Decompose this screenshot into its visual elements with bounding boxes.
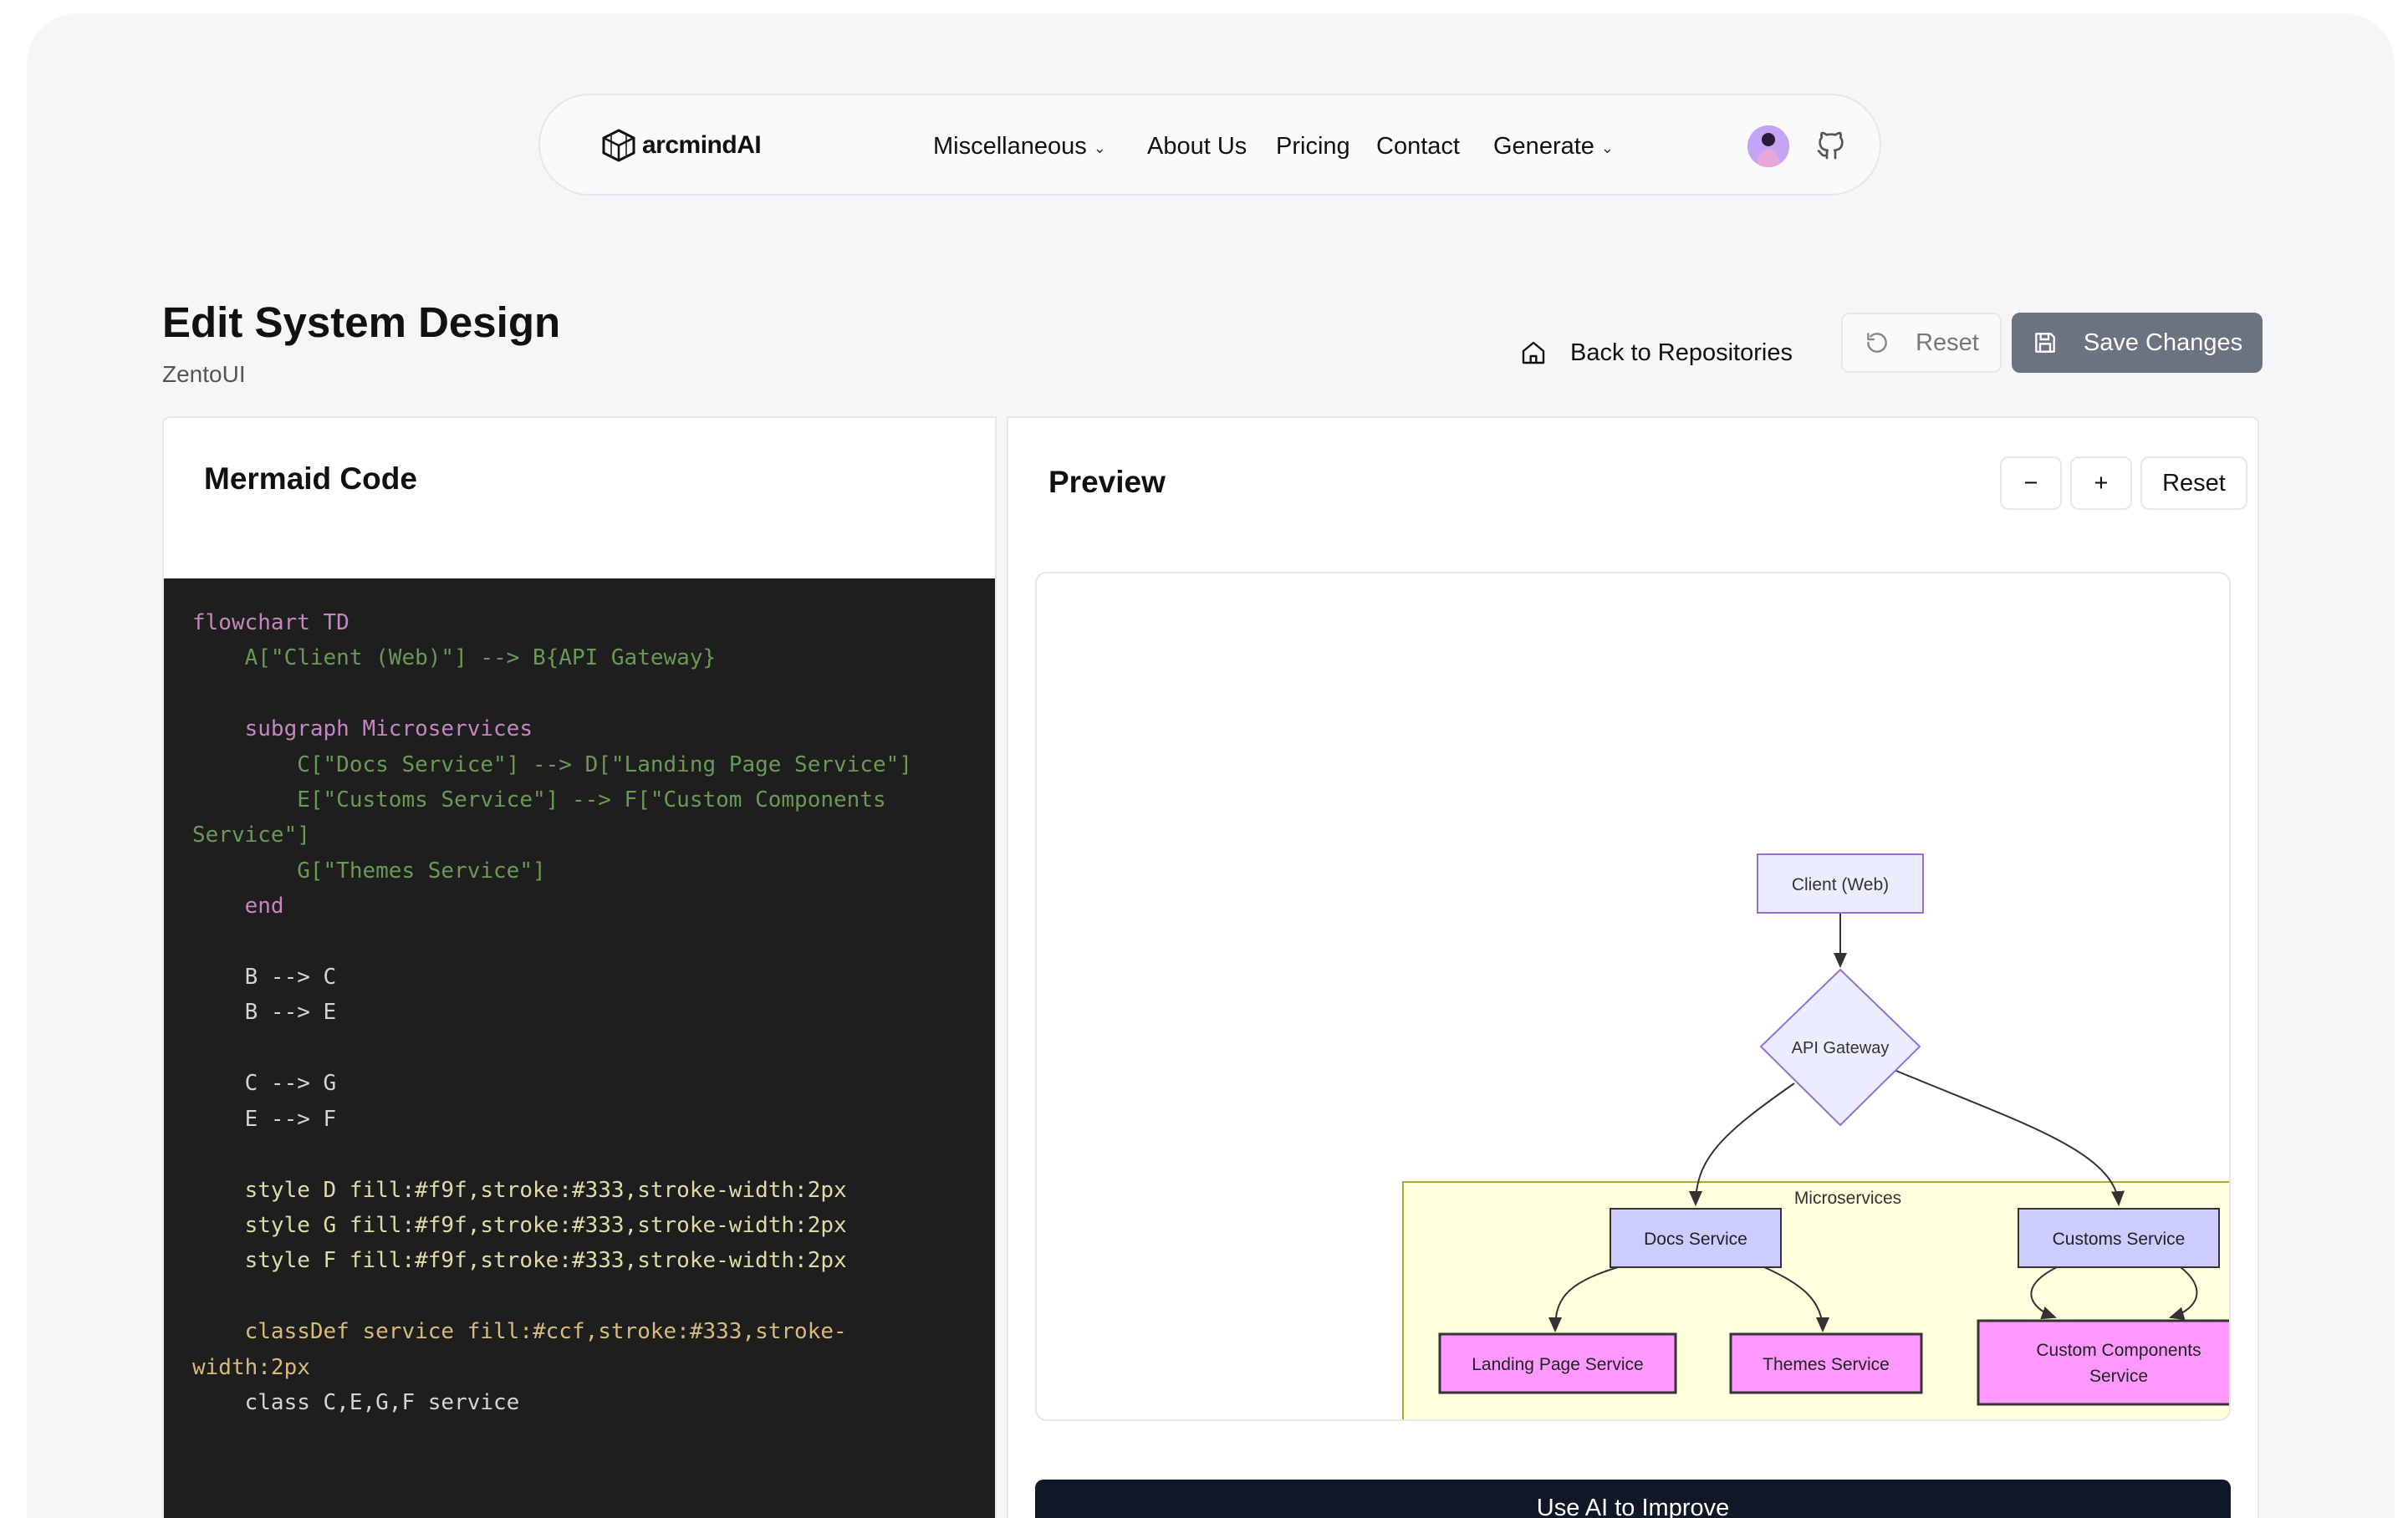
subgraph-label: Microservices [1794, 1189, 1901, 1208]
nav-miscellaneous[interactable]: Miscellaneous ⌄ [933, 95, 1106, 197]
avatar-figure-icon [1747, 125, 1789, 167]
chevron-down-icon: ⌄ [1093, 139, 1106, 156]
mermaid-code-panel: Mermaid Code flowchart TD A["Client (Web… [162, 416, 997, 1518]
code-line: ​ [192, 1031, 967, 1066]
edge-docs-themes [1763, 1266, 1829, 1332]
node-client-web-label: Client (Web) [1792, 875, 1889, 894]
node-api-gateway-label: API Gateway [1792, 1039, 1890, 1057]
code-line: ​ [192, 1279, 967, 1314]
code-line: A["Client (Web)"] --> B{API Gateway} [192, 645, 717, 671]
plus-icon: + [2094, 469, 2109, 497]
code-line: ​ [192, 1137, 967, 1172]
use-ai-to-improve-label: Use AI to Improve [1536, 1495, 1730, 1518]
nav-miscellaneous-label: Miscellaneous [933, 132, 1087, 160]
back-to-repositories-label: Back to Repositories [1570, 339, 1793, 366]
code-line: ​ [192, 925, 967, 960]
node-docs-service [1610, 1208, 1782, 1268]
code-line: style D fill:#f9f,stroke:#333,stroke-wid… [192, 1177, 847, 1203]
reset-label: Reset [1916, 329, 1979, 356]
use-ai-to-improve-button[interactable]: Use AI to Improve [1035, 1480, 2231, 1518]
undo-icon [1867, 333, 1887, 353]
nav-contact-label: Contact [1376, 132, 1460, 160]
code-line: subgraph Microservices [192, 716, 533, 742]
code-line: classDef service fill:#ccf,stroke:#333,s… [192, 1319, 847, 1345]
code-line: flowchart TD [192, 610, 349, 635]
save-changes-label: Save Changes [2083, 329, 2243, 356]
code-line: style G fill:#f9f,stroke:#333,stroke-wid… [192, 1212, 847, 1238]
mermaid-code-editor[interactable]: flowchart TD A["Client (Web)"] --> B{API… [164, 578, 995, 1518]
code-line: B --> E [192, 1000, 337, 1026]
repository-name: ZentoUI [162, 361, 246, 387]
code-line: end [192, 894, 284, 919]
node-landing-page-service-label: Landing Page Service [1472, 1355, 1643, 1374]
code-line: B --> C [192, 965, 337, 991]
nav-about-us-label: About Us [1147, 132, 1247, 160]
node-themes-service [1729, 1332, 1923, 1394]
node-custom-components-label-line2: Service [2089, 1367, 2148, 1386]
preview-panel-title: Preview [1048, 465, 1166, 499]
back-to-repositories-button[interactable]: Back to Repositories [1520, 326, 1793, 380]
edge-customs-custom-components [2030, 1266, 2058, 1320]
logo-text: arcmindAI [642, 131, 762, 159]
flowchart-diagram: Microservices Client (Web) API Gateway D… [1402, 853, 2229, 1419]
code-line: C["Docs Service"] --> D["Landing Page Se… [192, 751, 912, 777]
app-frame: arcmindAI Miscellaneous ⌄ About Us Prici… [27, 13, 2395, 1518]
code-line: E["Customs Service"] --> F["Custom Compo… [192, 787, 886, 813]
nav-generate-label: Generate [1493, 132, 1594, 160]
code-panel-title: Mermaid Code [204, 461, 417, 496]
preview-panel: Preview − + Reset Microservices [1007, 416, 2259, 1518]
nav-pricing[interactable]: Pricing [1276, 95, 1350, 197]
home-icon [1522, 341, 1545, 364]
logo[interactable]: arcmindAI [600, 129, 762, 162]
edge-customs-custom-components-2 [2169, 1266, 2198, 1321]
minus-icon: − [2023, 469, 2038, 497]
zoom-reset-label: Reset [2162, 469, 2226, 497]
save-changes-button[interactable]: Save Changes [2012, 313, 2263, 373]
code-line: C --> G [192, 1071, 337, 1097]
node-custom-components-label-line1: Custom Components [2036, 1341, 2201, 1360]
code-line: ​ [192, 676, 967, 711]
node-customs-service-label: Customs Service [2053, 1230, 2186, 1249]
reset-button[interactable]: Reset [1841, 313, 2002, 373]
code-line: Service"] [192, 823, 310, 848]
code-line: class C,E,G,F service [192, 1389, 520, 1415]
top-navbar: arcmindAI Miscellaneous ⌄ About Us Prici… [538, 94, 1881, 196]
page-title: Edit System Design [162, 298, 561, 346]
code-line: G["Themes Service"] [192, 858, 546, 884]
avatar[interactable] [1747, 125, 1789, 167]
zoom-out-button[interactable]: − [2000, 456, 2062, 510]
code-line: style F fill:#f9f,stroke:#333,stroke-wid… [192, 1248, 847, 1274]
logo-cube-icon [602, 129, 635, 162]
save-icon [2035, 333, 2055, 353]
node-custom-components-service [1977, 1319, 2229, 1406]
edge-gateway-docs [1689, 1082, 1795, 1206]
node-landing-page-service [1438, 1332, 1677, 1394]
nav-pricing-label: Pricing [1276, 132, 1350, 160]
github-icon[interactable] [1814, 129, 1848, 162]
zoom-in-button[interactable]: + [2070, 456, 2132, 510]
edge-gateway-customs [1885, 1066, 2125, 1206]
edge-docs-landing [1548, 1266, 1619, 1332]
code-line: E --> F [192, 1106, 337, 1132]
nav-generate[interactable]: Generate ⌄ [1493, 95, 1614, 197]
node-themes-service-label: Themes Service [1763, 1355, 1890, 1374]
node-api-gateway [1759, 968, 1921, 1127]
chevron-down-icon: ⌄ [1600, 139, 1615, 156]
node-docs-service-label: Docs Service [1644, 1230, 1747, 1249]
nav-about-us[interactable]: About Us [1147, 95, 1247, 197]
zoom-reset-button[interactable]: Reset [2140, 456, 2247, 510]
nav-contact[interactable]: Contact [1376, 95, 1460, 197]
node-customs-service [2018, 1208, 2220, 1268]
code-line: width:2px [192, 1354, 310, 1380]
node-client-web [1757, 853, 1924, 914]
diagram-canvas[interactable]: Microservices Client (Web) API Gateway D… [1035, 572, 2231, 1421]
